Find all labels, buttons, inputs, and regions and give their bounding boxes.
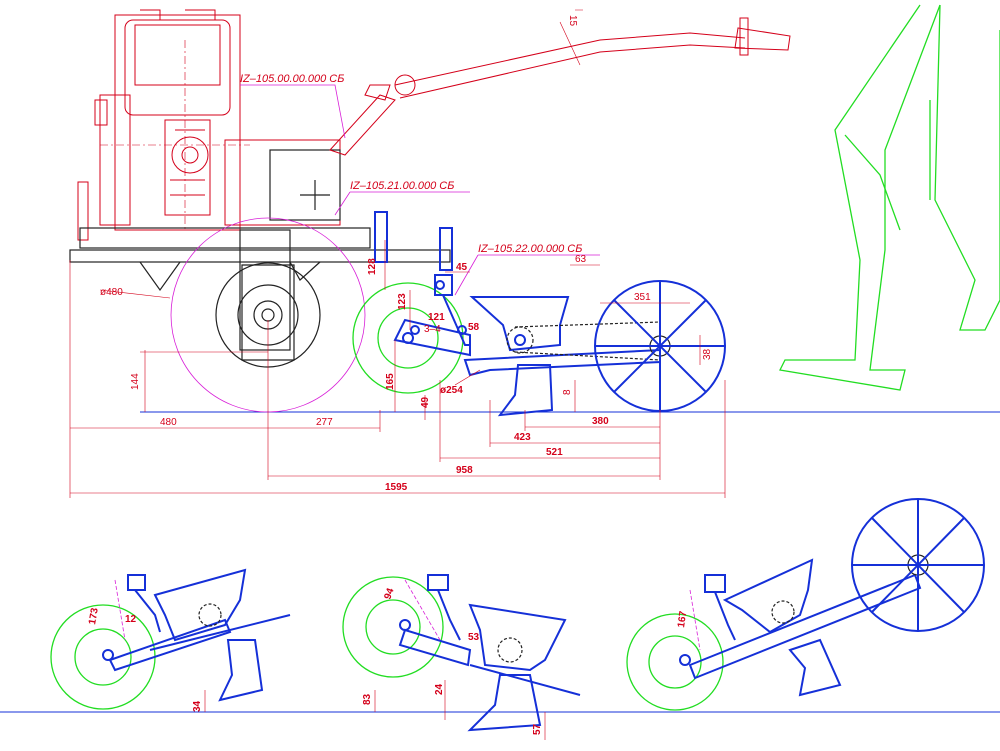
dim-254: ø254 [440,385,463,396]
dim-3-4: 3–4 [424,324,441,335]
dim-a-12: 12 [125,614,137,625]
dim-a-34: 34 [192,700,203,712]
dim-165: 165 [385,373,396,390]
dim-b-83: 83 [362,693,373,705]
dim-38: 38 [702,348,713,360]
ref-seeder: IZ–105.22.00.000 СБ [478,243,582,255]
dim-480: 480 [160,417,177,428]
dim-1595: 1595 [385,482,408,493]
dim-121: 121 [428,312,445,323]
dim-49: 49 [420,396,431,408]
dim-58: 58 [468,322,480,333]
dim-b-94: 94 [382,586,396,601]
operator-figure [779,4,1000,391]
seeder-main [352,227,726,417]
engine-assembly [77,9,341,241]
frame [69,211,451,351]
ref-assembly: IZ–105.00.00.000 СБ [240,73,344,85]
detail-view-c: 167 [626,498,985,711]
dim-123: 123 [397,293,408,310]
dim-handle-15: 15 [567,15,578,27]
dim-958: 958 [456,465,473,476]
detail-view-b: 94 53 83 24 57 [342,574,581,740]
ref-frame: IZ–105.21.00.000 СБ [350,180,454,192]
dim-b-57: 57 [532,723,543,735]
dim-wheel-480: ø480 [100,287,123,298]
dimensions-main: 1595 958 480 277 521 423 380 ø480 144 12… [69,240,726,498]
dim-a-173: 173 [87,607,101,626]
dim-380: 380 [592,416,609,427]
dim-45: 45 [456,262,468,273]
dim-277: 277 [316,417,333,428]
dim-128: 128 [367,258,378,275]
dim-8: 8 [562,389,573,395]
dim-63: 63 [575,254,587,265]
seeder-ground-wheel [352,282,464,394]
detail-view-a: 173 12 34 [50,568,291,712]
dim-144: 144 [130,373,141,390]
dim-b-53: 53 [468,632,480,643]
dim-c-167: 167 [676,610,689,628]
dim-b-24: 24 [434,683,445,695]
handle-bar: 15 [329,9,791,156]
dim-423: 423 [514,432,531,443]
dim-521: 521 [546,447,563,458]
dim-351: 351 [634,292,651,303]
